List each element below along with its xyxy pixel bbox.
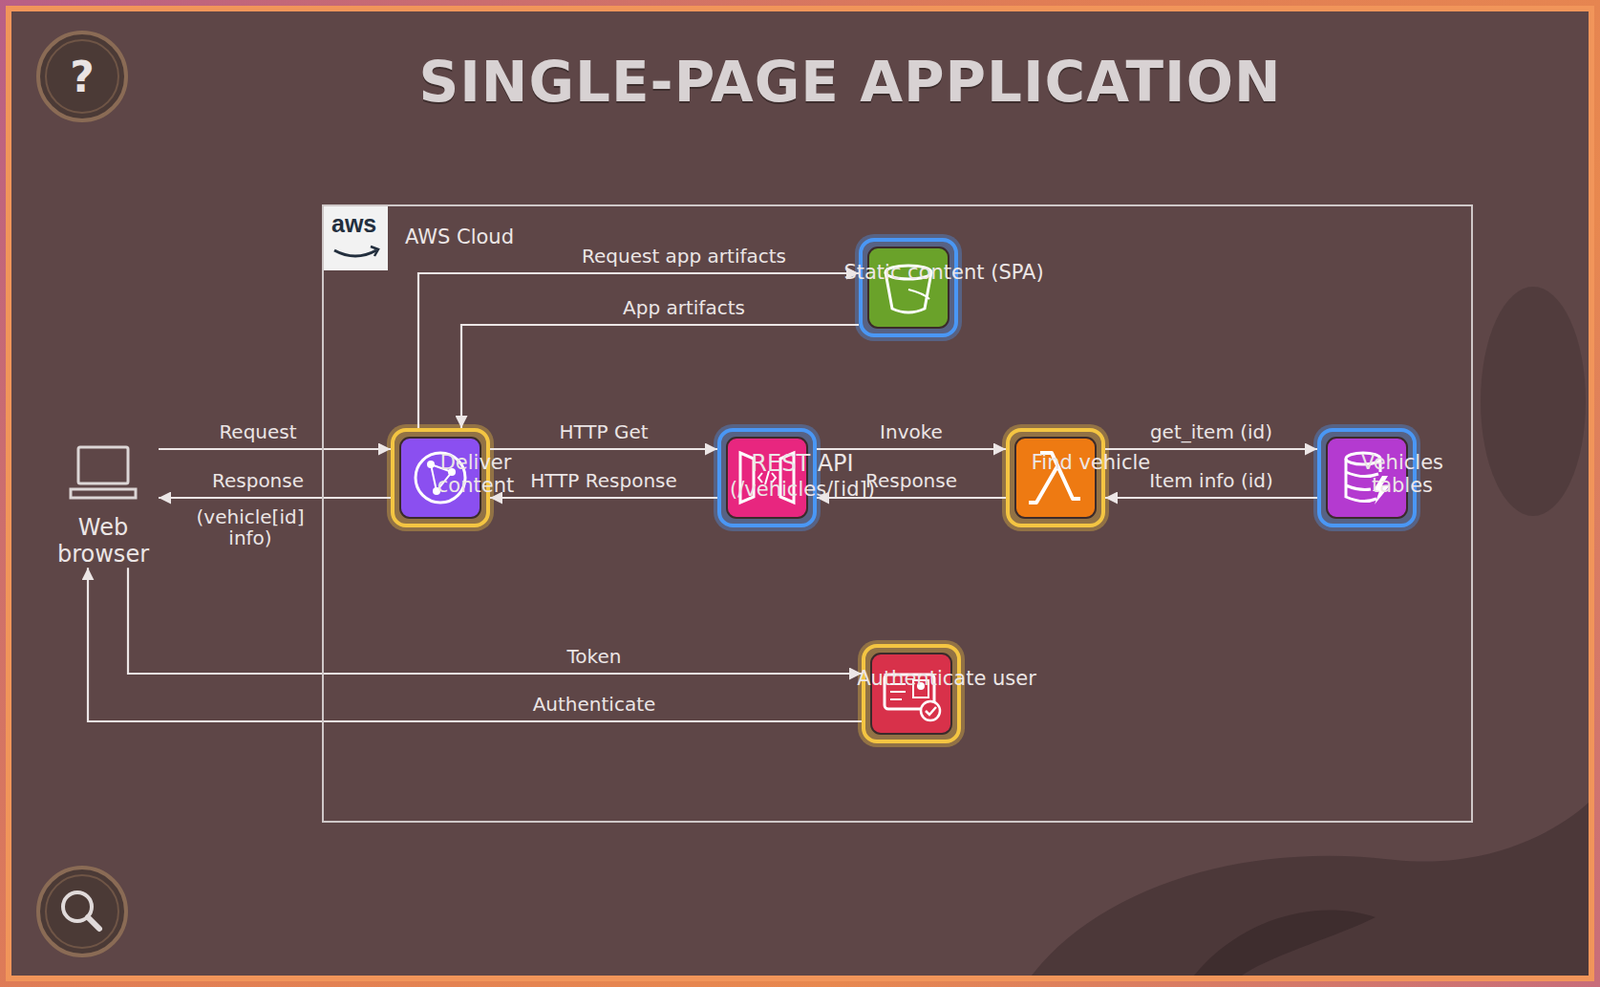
edge-label: get_item (id) (1150, 420, 1273, 444)
panel (8, 8, 1592, 979)
connector-arrow (87, 567, 862, 722)
service-icon-node: Static content (SPA) (858, 237, 959, 338)
response-note: (vehicle[id] info) (188, 506, 313, 549)
node-label: Vehicles tables (1330, 450, 1474, 497)
node-label: (/vehicles/[id]) (729, 477, 875, 501)
node-text-group: Vehicles tables (1330, 450, 1474, 497)
icon-tile (871, 653, 952, 734)
connector-group (87, 273, 1318, 722)
node-label: Find vehicle (1031, 450, 1152, 474)
connector-arrow (158, 496, 391, 499)
dish-silhouette (1480, 286, 1586, 516)
node-text-group: REST API(/vehicles/[id]) (729, 450, 875, 501)
connector-arrow (418, 273, 859, 428)
edge-label: Response (865, 469, 958, 492)
edge-label: Invoke (879, 420, 943, 444)
node-label: REST API (729, 450, 875, 478)
help-glyph: ? (69, 52, 95, 102)
node-text-group: AWS Cloud (405, 225, 514, 249)
icon-tile (868, 247, 949, 328)
lambda-icon (1002, 424, 1110, 532)
zoom-button (38, 867, 127, 956)
laptop-base (70, 489, 136, 498)
edge-label: App artifacts (622, 296, 746, 320)
icon-glow (857, 640, 965, 747)
laptop-screen (78, 447, 128, 484)
edge-label: HTTP Get (558, 420, 648, 444)
node-text-group: Find vehicle (1031, 450, 1152, 474)
help-button (38, 32, 127, 121)
node-label: Web browser (47, 514, 159, 568)
aws-logo-text: aws (331, 210, 377, 238)
connector-arrow (490, 496, 718, 499)
icon-glyph (920, 701, 940, 721)
s3-icon (854, 234, 962, 342)
node-text-group: Static content (SPA) (843, 260, 1044, 284)
icon-tile (1015, 437, 1096, 518)
service-icon-node: Vehicles tables (1317, 427, 1417, 528)
node-label: Authenticate user (856, 666, 1037, 690)
connector-arrow (1105, 448, 1318, 450)
client-node: Web browser (47, 434, 159, 568)
node-label: Deliver content (404, 450, 548, 497)
zoom-button-ring (45, 874, 119, 948)
aws-logo-arrow (370, 246, 379, 256)
aws-logo-tile (322, 205, 388, 271)
icon-glow (1002, 424, 1110, 532)
icon-glyph (908, 289, 930, 299)
connector-arrow (128, 567, 862, 674)
edge-label: HTTP Response (530, 469, 678, 492)
connector-arrow (490, 448, 718, 450)
cloud-region: AWS CloudDeliver content Static content (… (321, 204, 1473, 823)
leaf-silhouette (1031, 802, 1589, 976)
node-text-group: Web browser (47, 514, 159, 568)
edge-label: Request app artifacts (581, 244, 787, 268)
connector-arrow (1105, 496, 1318, 499)
node-text-group: Authenticate user (856, 666, 1037, 690)
cognito-icon (857, 640, 965, 747)
help-button-ring (45, 40, 119, 113)
diagram-title: SINGLE-PAGE APPLICATION (418, 49, 1281, 115)
service-icon-node: REST API(/vehicles/[id]) (717, 427, 817, 528)
edge-label: Response (212, 469, 304, 492)
edge-label: Token (567, 644, 622, 668)
edge-label: Authenticate (533, 692, 657, 716)
node-label: AWS Cloud (405, 225, 514, 249)
laptop-icon (70, 447, 136, 498)
edge-label: Request (218, 420, 297, 444)
service-icon-node: Find vehicle (1005, 427, 1106, 528)
service-icon-node: Authenticate user (861, 643, 961, 744)
node-text-group: Deliver content (404, 450, 548, 497)
edge-label: Item info (id) (1149, 469, 1274, 492)
connector-arrow (158, 448, 391, 450)
magnifier-handle (87, 917, 100, 929)
service-icon-node: Deliver content (390, 427, 491, 528)
connector-arrow (816, 448, 1006, 450)
icon-glow (854, 234, 962, 342)
aws-logo-smile (334, 250, 377, 256)
connector-arrow (461, 324, 859, 428)
node-label: Static content (SPA) (843, 260, 1044, 284)
icon-glyph (426, 460, 435, 469)
icon-glyph (925, 706, 937, 715)
leaf-silhouette (1194, 910, 1376, 976)
